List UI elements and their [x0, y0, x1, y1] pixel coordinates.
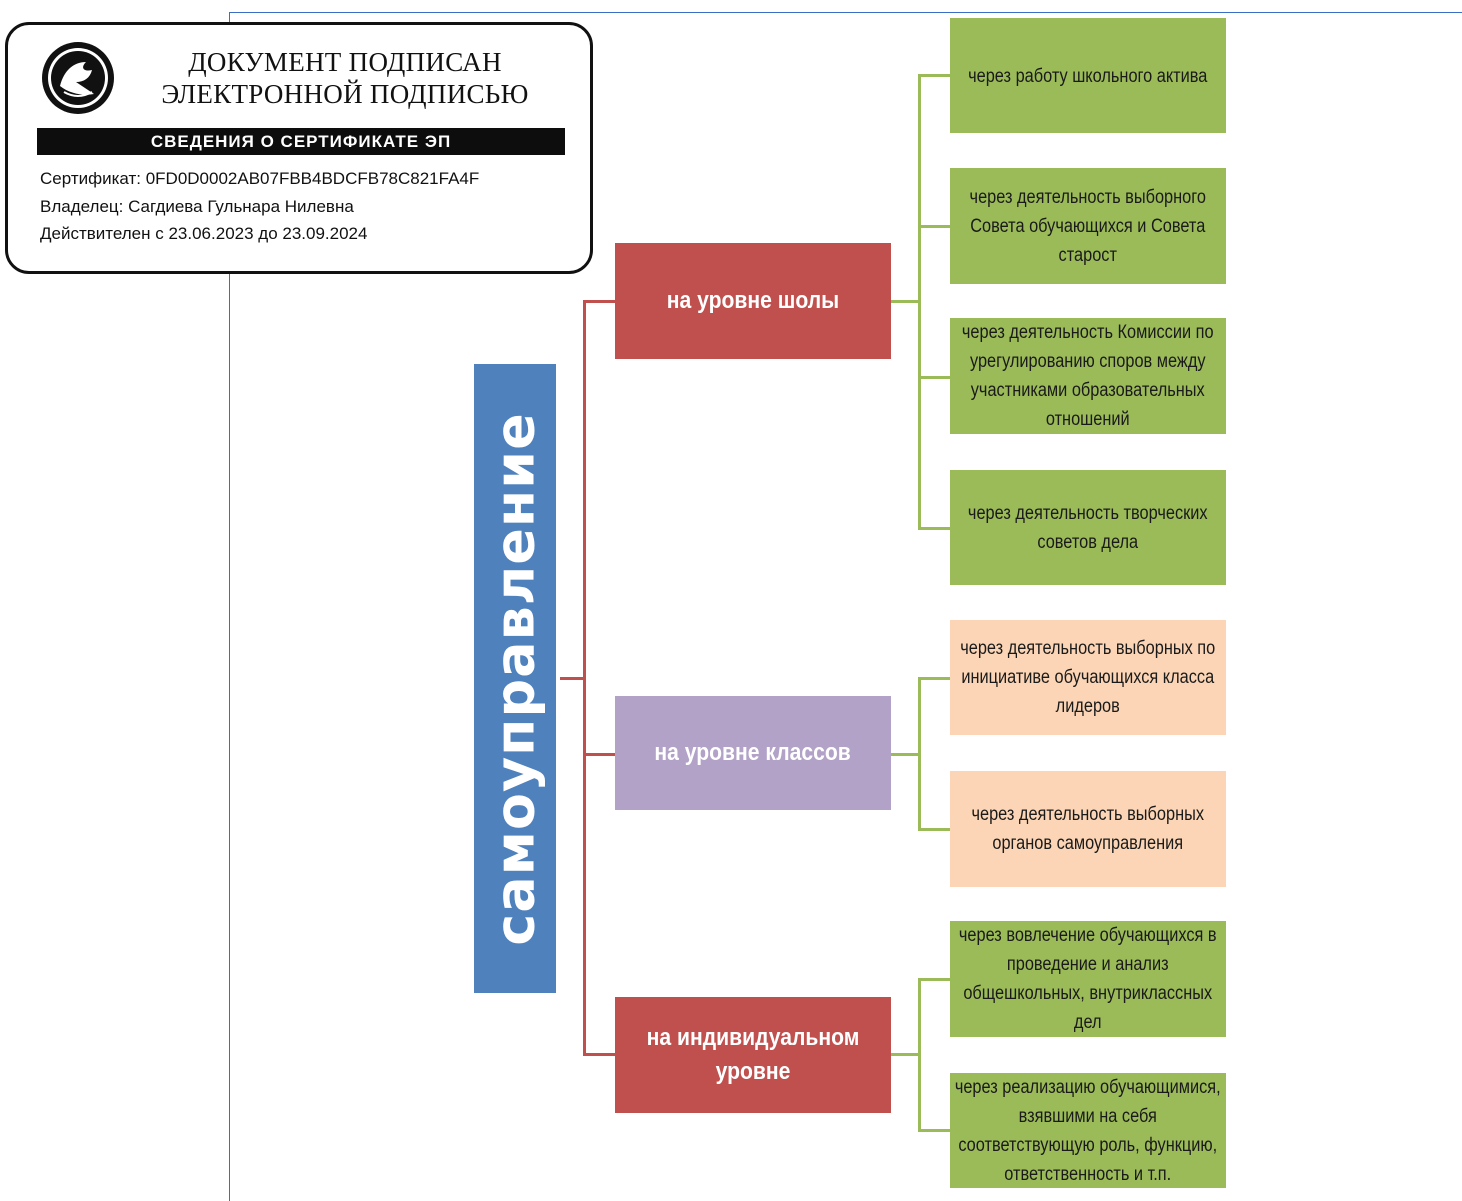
level-node-classes: на уровне классов [615, 696, 891, 810]
stamp-owner: Владелец: Сагдиева Гульнара Нилевна [40, 197, 354, 216]
leaf-label: через реализацию обучающимися, взявшими … [955, 1077, 1221, 1185]
leaf-connector-stem-3 [891, 1053, 920, 1056]
leaf-connector-1-4 [918, 527, 950, 530]
leaf-label: через вовлечение обучающихся в проведени… [959, 925, 1217, 1033]
leaf-node-classes-2: через деятельность выборных органов само… [950, 771, 1226, 887]
stamp-title-line-1: ДОКУМЕНТ ПОДПИСАН [188, 47, 502, 77]
root-node: самоуправление [474, 364, 556, 993]
page-margin-top-line [230, 12, 1462, 13]
level-connector-2 [583, 753, 615, 756]
leaf-connector-1-1 [918, 74, 950, 77]
leaf-connector-2-2 [918, 828, 950, 831]
root-label: самоуправление [483, 411, 547, 946]
root-spine [583, 300, 586, 1056]
stamp-title: ДОКУМЕНТ ПОДПИСАН ЭЛЕКТРОННОЙ ПОДПИСЬЮ [130, 46, 560, 110]
leaf-connector-3-1 [918, 978, 950, 981]
page-margin-left-line [229, 12, 230, 1201]
leaf-node-school-3: через деятельность Комиссии по урегулиро… [950, 318, 1226, 434]
level-connector-1 [583, 300, 615, 303]
stamp-validity: Действителен с 23.06.2023 до 23.09.2024 [40, 224, 368, 243]
leaf-connector-1-3 [918, 376, 950, 379]
leaf-connector-1-2 [918, 225, 950, 228]
leaf-label: через работу школьного актива [968, 66, 1208, 87]
stamp-certificate: Сертификат: 0FD0D0002AB07FBB4BDCFB78C821… [40, 169, 480, 188]
leaf-spine-1 [918, 74, 921, 529]
level-label-classes: на уровне классов [654, 739, 852, 766]
stamp-section-header: СВЕДЕНИЯ О СЕРТИФИКАТЕ ЭП [37, 128, 565, 155]
leaf-connector-3-2 [918, 1129, 950, 1132]
leaf-spine-3 [918, 978, 921, 1131]
stamp-title-line-2: ЭЛЕКТРОННОЙ ПОДПИСЬЮ [161, 79, 529, 109]
tatarstan-emblem-icon [40, 40, 116, 116]
level-node-individual: на индивидуальном уровне [615, 997, 891, 1113]
leaf-label: через деятельность выборных органов само… [971, 804, 1205, 854]
leaf-label: через деятельность творческих советов де… [968, 502, 1208, 553]
leaf-node-classes-1: через деятельность выборных по инициатив… [950, 620, 1226, 735]
leaf-spine-2 [918, 677, 921, 830]
leaf-label: через деятельность Комиссии по урегулиро… [962, 322, 1214, 430]
leaf-node-school-4: через деятельность творческих советов де… [950, 470, 1226, 585]
leaf-node-school-1: через работу школьного актива [950, 18, 1226, 133]
leaf-label: через деятельность выборных по инициатив… [960, 638, 1216, 717]
leaf-node-school-2: через деятельность выборного Совета обуч… [950, 168, 1226, 284]
level-connector-3 [583, 1053, 615, 1056]
level-label-school: на уровне шолы [666, 287, 840, 314]
root-connector [560, 677, 585, 680]
leaf-label: через деятельность выборного Совета обуч… [969, 186, 1207, 266]
leaf-connector-stem-2 [891, 753, 920, 756]
level-node-school: на уровне шолы [615, 243, 891, 359]
leaf-connector-stem-1 [891, 300, 920, 303]
leaf-node-individual-2: через реализацию обучающимися, взявшими … [950, 1073, 1226, 1188]
leaf-connector-2-1 [918, 677, 950, 680]
leaf-node-individual-1: через вовлечение обучающихся в проведени… [950, 921, 1226, 1037]
level-label-individual: на индивидуальном уровне [646, 1024, 860, 1085]
